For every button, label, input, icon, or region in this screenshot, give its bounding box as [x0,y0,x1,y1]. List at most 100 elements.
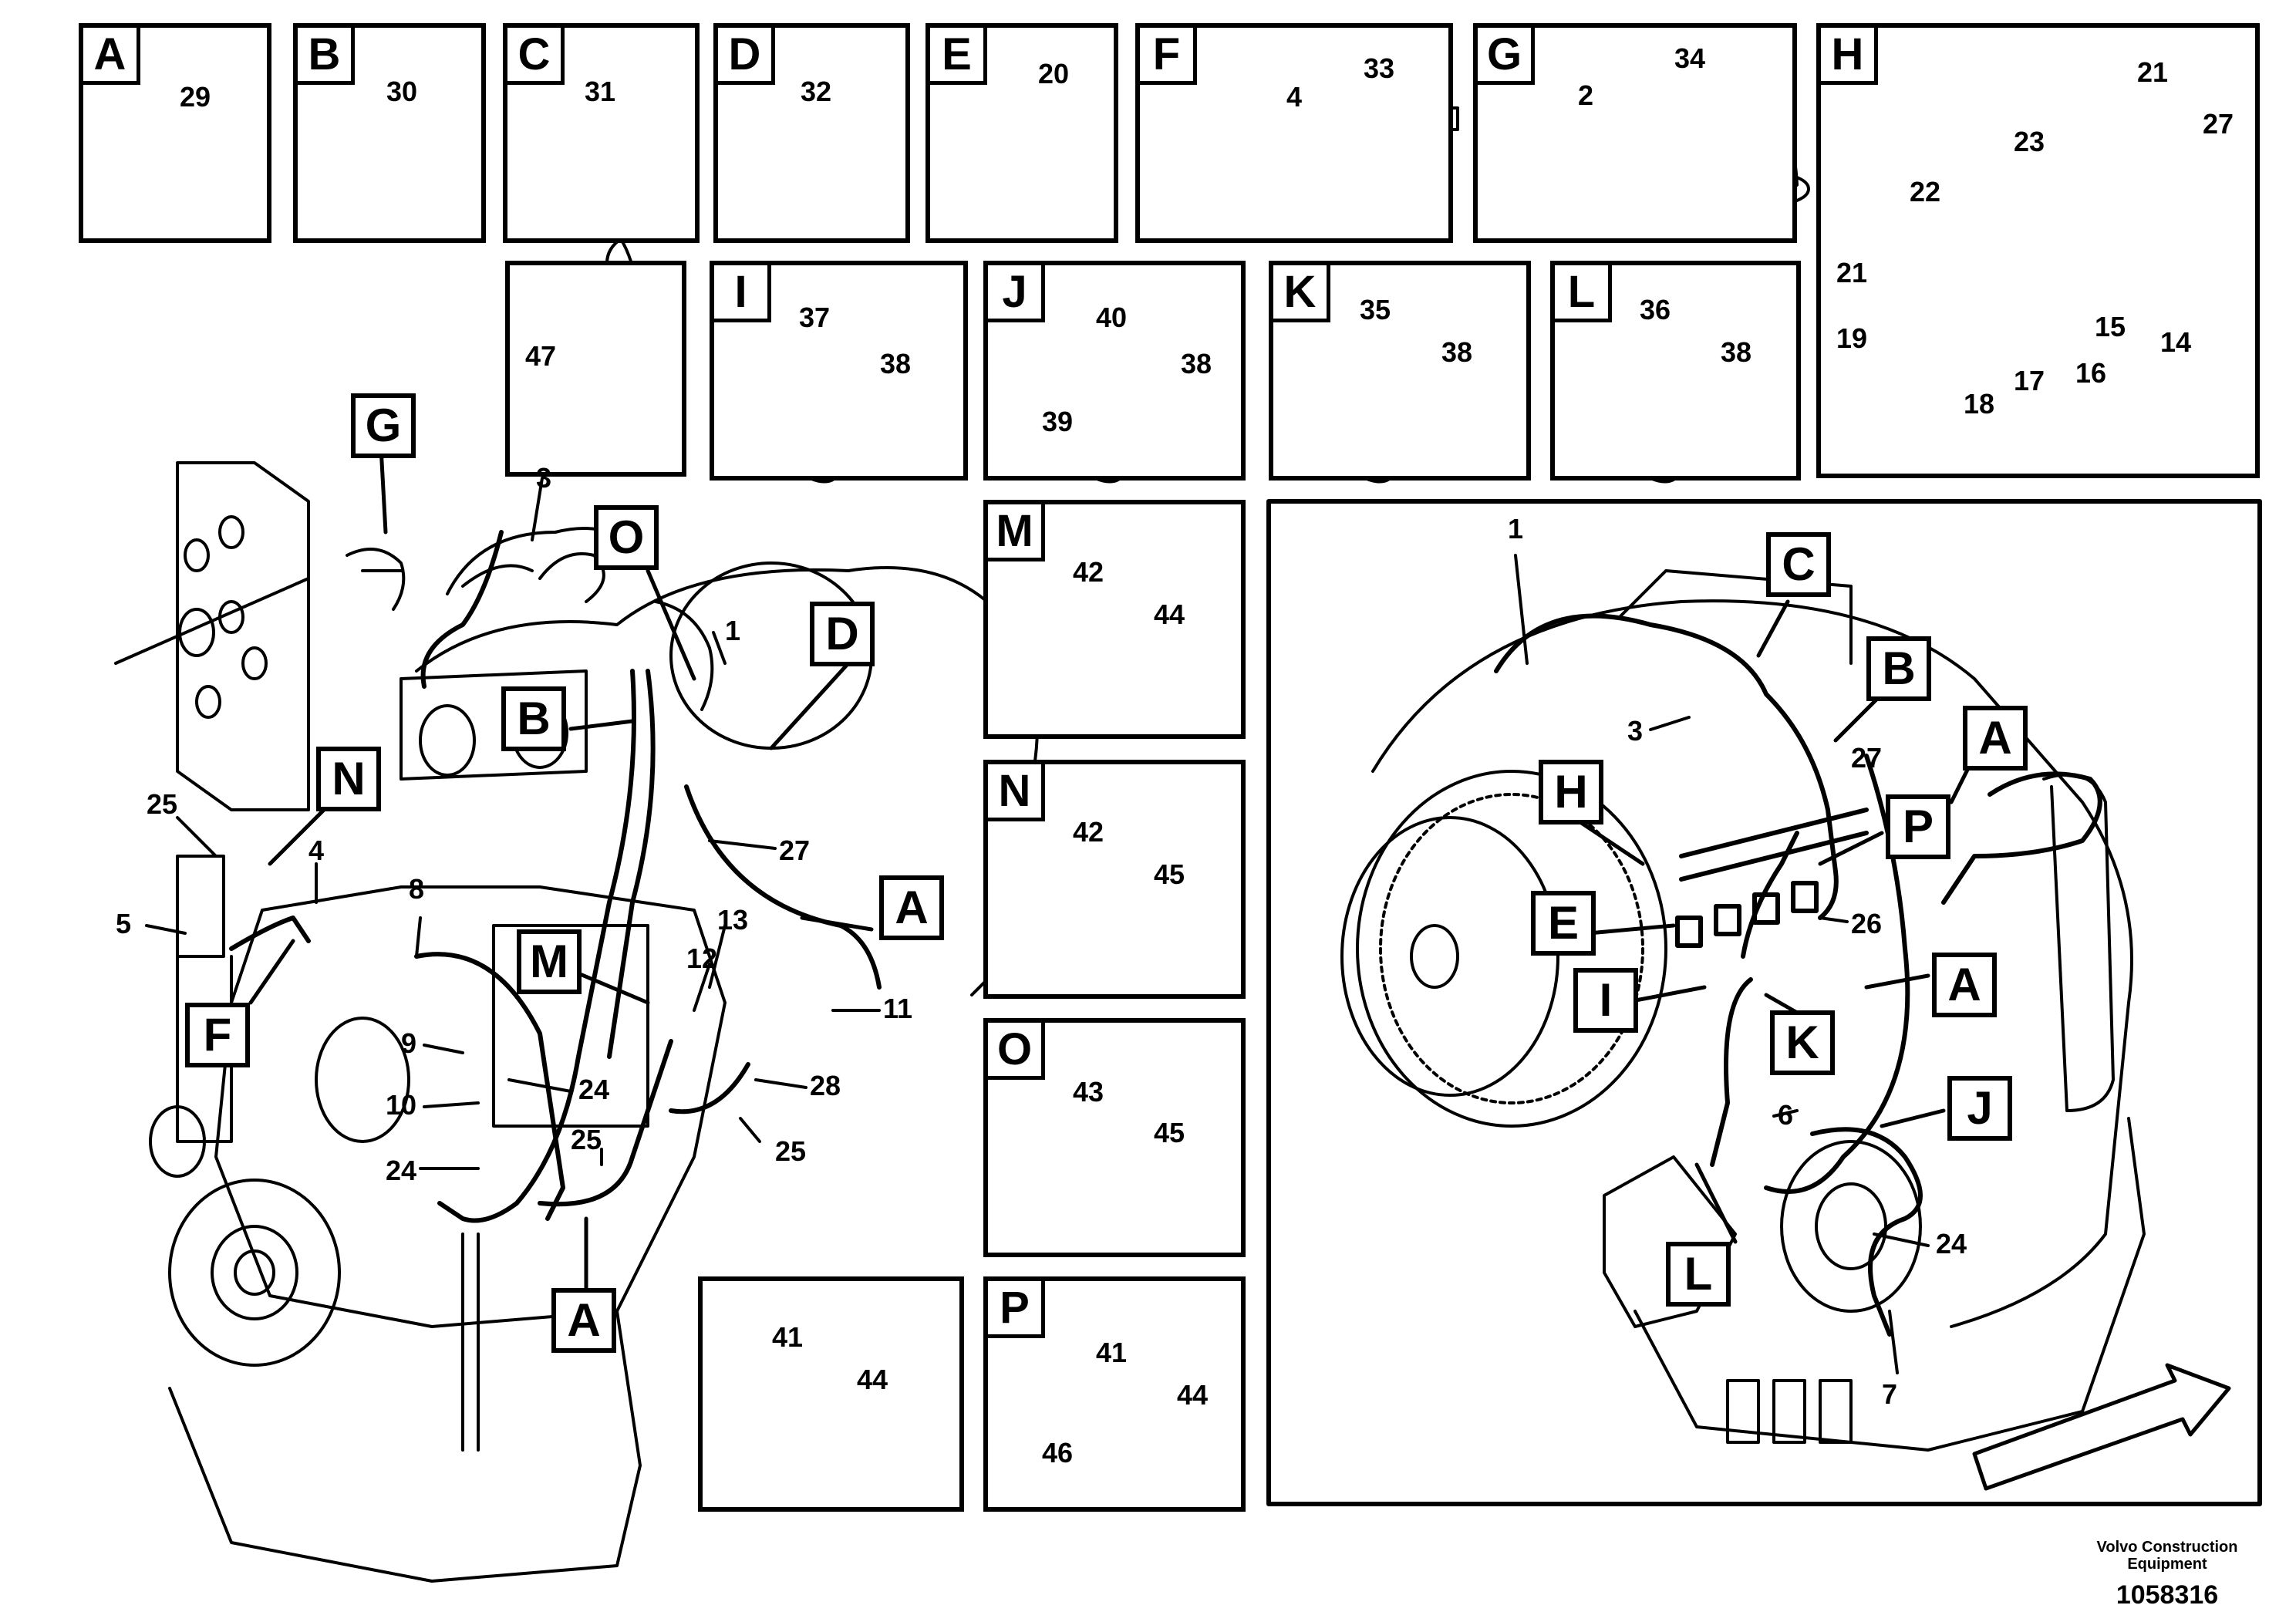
callout-a: A [879,875,944,940]
detail-panel-e: E 20 [925,23,1118,243]
part-number: 36 [1640,294,1671,325]
callout-n: N [316,747,381,811]
panel-letter: H [1821,28,1878,85]
panel-letter: P [988,1281,1045,1338]
part-number: 3 [536,462,552,494]
callout-h: H [1539,760,1603,824]
panel-letter: I [714,265,771,322]
part-number: 22 [1910,176,1941,207]
detail-panel-f: F 4 33 [1135,23,1453,243]
detail-panel-k: K 35 38 [1269,261,1531,481]
detail-panel-m: M 42 44 [983,500,1246,739]
panel-letter: K [1273,265,1330,322]
part-number: 33 [1364,52,1395,84]
part-number: 38 [1181,348,1212,379]
detail-panel-d: D 32 [713,23,910,243]
left-hoses [229,530,882,1223]
part-number: 26 [1851,908,1883,939]
callout-b: B [1866,636,1931,701]
callout-i: I [1573,968,1638,1033]
part-number: 40 [1096,302,1128,333]
part-number: 1 [1508,513,1524,545]
part-number: 44 [1177,1379,1209,1411]
callout-a: A [1963,706,2028,771]
part-number: 24 [386,1155,417,1186]
drawing-number: 1058316 [2116,1580,2219,1610]
direction-arrow-icon [1972,1363,2231,1491]
part-number: 37 [799,302,831,333]
part-number: 28 [810,1070,841,1101]
detail-panel-n: N 42 45 [983,760,1246,999]
part-number: 17 [2014,365,2045,396]
callout-b: B [501,686,566,751]
callout-g: G [351,393,416,458]
callout-a: A [551,1288,616,1353]
part-number: 32 [801,76,832,107]
part-number: 42 [1073,556,1104,588]
part-number: 34 [1674,42,1706,74]
part-number: 18 [1964,388,1995,420]
part-number: 38 [1721,336,1752,368]
callout-a: A [1932,953,1997,1017]
callout-c: C [1766,532,1831,597]
part-number: 41 [772,1321,804,1353]
part-number: 9 [401,1027,417,1059]
part-number: 24 [1936,1228,1967,1259]
detail-panel-b: B 30 [293,23,486,243]
part-number: 3 [1627,715,1644,747]
callout-l: L [1666,1242,1731,1307]
part-number: 38 [880,348,912,379]
transmission-left-view [114,461,1039,1583]
detail-panel-i: I 37 38 [710,261,968,481]
company-name: Volvo Construction Equipment [2082,1539,2252,1573]
part-number: 19 [1836,322,1868,354]
callout-j: J [1947,1076,2012,1141]
part-number: 20 [1038,58,1070,89]
detail-panel-o: O 43 45 [983,1018,1246,1257]
part-number: 45 [1154,1117,1185,1148]
part-number: 6 [1778,1099,1794,1131]
part-number: 21 [2137,56,2169,88]
part-number: 4 [308,835,325,866]
part-number: 31 [585,76,616,107]
detail-panel-p: P 41 44 46 [983,1276,1246,1512]
part-number: 2 [1578,79,1594,111]
callout-d: D [810,602,875,666]
part-number: 7 [1882,1378,1898,1410]
part-number: 38 [1441,336,1473,368]
callout-m: M [517,929,582,994]
part-number: 41 [1096,1337,1128,1368]
company-name-line1: Volvo Construction [2096,1539,2238,1556]
panel-letter: B [298,28,355,85]
part-number: 23 [2014,126,2045,157]
detail-panel-g: G 2 34 [1473,23,1797,243]
part-number: 21 [1836,257,1868,288]
part-number: 39 [1042,406,1074,437]
part-number: 24 [578,1074,610,1105]
engine-right-view [1340,569,2146,1452]
panel-letter: A [83,28,140,85]
part-number: 12 [686,943,718,974]
panel-letter: F [1140,28,1197,85]
detail-panel-h: H 21 27 23 22 21 15 14 19 18 17 16 [1816,23,2260,478]
part-number: 11 [883,993,913,1024]
callout-f: F [185,1003,250,1067]
part-number: 4 [1286,81,1303,113]
part-number: 14 [2160,326,2192,358]
part-number: 15 [2095,311,2126,342]
part-number: 29 [180,81,211,113]
part-number: 13 [717,904,749,936]
callout-o: O [594,505,659,570]
part-number: 46 [1042,1437,1074,1469]
detail-panel-l: L 36 38 [1550,261,1801,481]
part-number: 25 [571,1124,602,1155]
part-number: 16 [2075,357,2107,389]
part-number: 44 [1154,599,1185,630]
panel-letter: E [930,28,987,85]
part-number: 27 [779,835,811,866]
detail-panel-a: A 29 [79,23,271,243]
part-number: 27 [1851,742,1883,774]
part-number: 8 [409,873,425,905]
panel-letter: L [1555,265,1612,322]
company-name-line2: Equipment [2127,1556,2207,1573]
